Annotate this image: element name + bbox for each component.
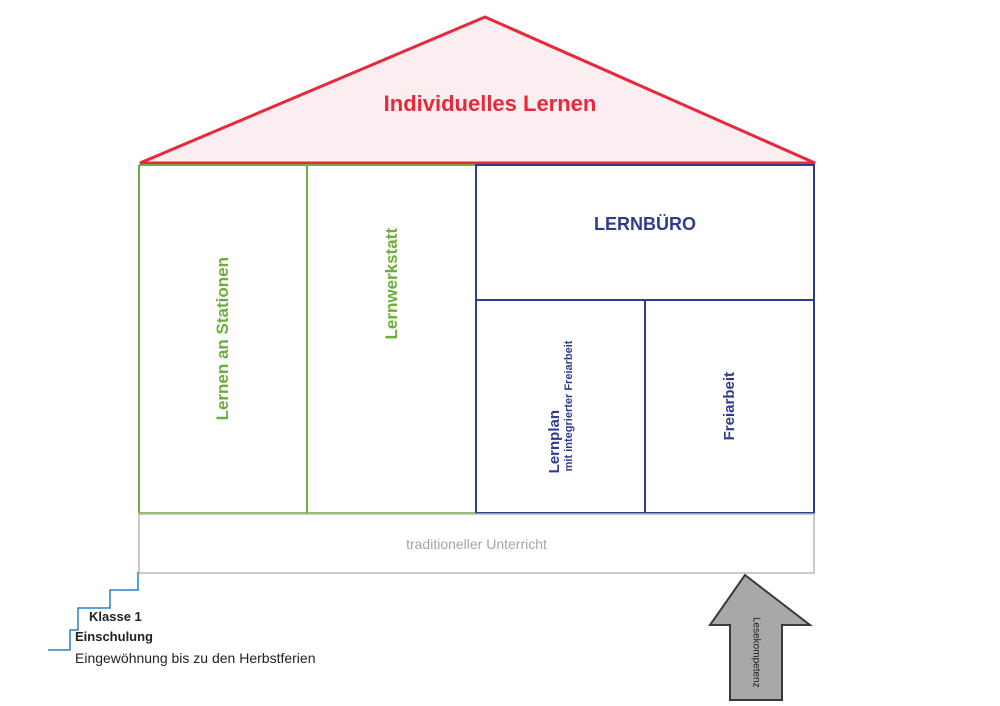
- step-klasse-label: Klasse 1: [89, 609, 142, 624]
- lernbuero-title: LERNBÜRO: [594, 213, 696, 234]
- stairs-line: [48, 572, 139, 651]
- step-einschulung-label: Einschulung: [75, 629, 153, 644]
- lernplan-title: Lernplan: [546, 409, 563, 474]
- roof-title-box: Individuelles Lernen: [300, 88, 680, 120]
- roof-title: Individuelles Lernen: [383, 91, 597, 116]
- arrow-label: Lesekompetenz: [750, 616, 762, 688]
- roof-triangle: [139, 15, 816, 165]
- column-stationen-label: Lernen an Stationen: [213, 257, 232, 421]
- lernplan-text: Lernplan mit integrierter Freiarbeit: [546, 340, 575, 473]
- lernplan-subtitle: mit integrierter Freiarbeit: [563, 340, 575, 471]
- column-werkstatt-label: Lernwerkstatt: [381, 228, 401, 340]
- foundation: traditioneller Unterricht: [140, 515, 813, 572]
- lernplan-box: Lernplan mit integrierter Freiarbeit: [477, 301, 644, 512]
- lernbuero-box: LERNBÜRO: [477, 166, 813, 300]
- column-stationen: Lernen an Stationen: [140, 166, 306, 512]
- lesekompetenz-arrow: [708, 573, 813, 701]
- column-werkstatt: Lernwerkstatt: [308, 166, 475, 512]
- freiarbeit-box: Freiarbeit: [646, 301, 813, 512]
- step-eingewoehnung-label: Eingewöhnung bis zu den Herbstferien: [75, 650, 316, 666]
- arrow-label-box: Lesekompetenz: [731, 605, 781, 699]
- building-frame: [138, 164, 815, 574]
- step-eingewoehnung: Eingewöhnung bis zu den Herbstferien: [75, 650, 316, 668]
- foundation-label: traditioneller Unterricht: [406, 535, 547, 552]
- step-einschulung: Einschulung: [75, 628, 153, 646]
- step-klasse: Klasse 1: [89, 608, 142, 626]
- freiarbeit-label: Freiarbeit: [721, 372, 738, 441]
